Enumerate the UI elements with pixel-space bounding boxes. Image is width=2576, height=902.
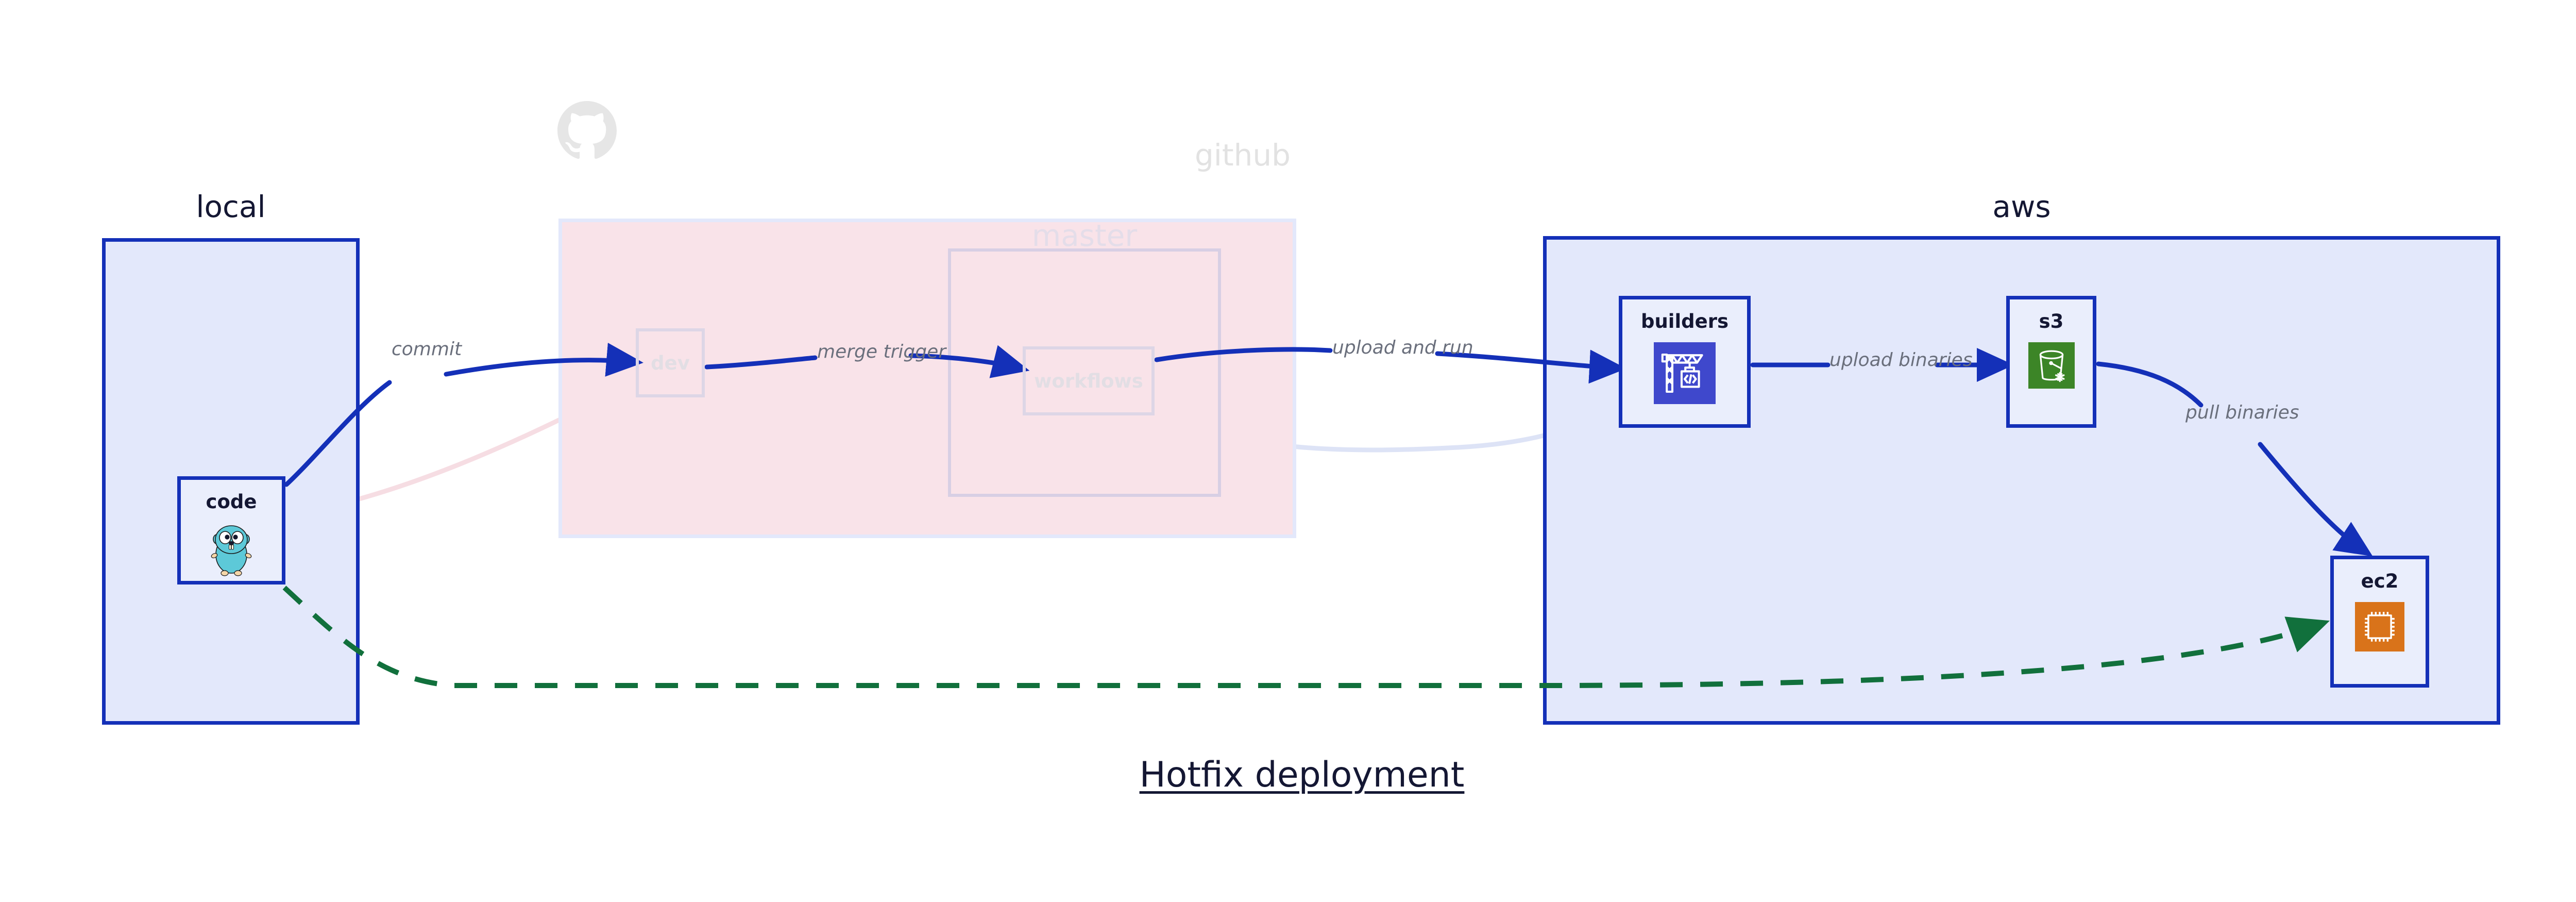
edge-label-commit: commit bbox=[392, 339, 462, 360]
edge-commit-b bbox=[444, 342, 643, 377]
node-dev[interactable]: dev bbox=[636, 328, 705, 397]
group-title-master: master bbox=[1031, 218, 1138, 253]
group-title-local: local bbox=[196, 189, 266, 224]
node-code-label: code bbox=[206, 491, 257, 513]
edge-hotfix-direct bbox=[282, 586, 2330, 688]
group-github bbox=[558, 219, 1296, 538]
edge-upload-and-run-b bbox=[1435, 349, 1626, 384]
edge-label-pull-binaries: pull binaries bbox=[2185, 402, 2299, 423]
node-workflows-label: workflows bbox=[1034, 370, 1143, 392]
group-master bbox=[948, 248, 1221, 497]
edge-merge-trigger-b bbox=[908, 345, 1030, 378]
go-gopher-icon bbox=[209, 523, 253, 578]
node-s3[interactable]: s3 bbox=[2006, 296, 2096, 428]
edge-commit-a bbox=[284, 380, 392, 487]
aws-ec2-cpu-icon bbox=[2355, 602, 2404, 654]
diagram-caption: Hotfix deployment bbox=[1139, 755, 1465, 795]
edge-pull-binaries-a bbox=[2096, 361, 2204, 408]
node-builders[interactable]: builders bbox=[1619, 296, 1751, 428]
edge-label-upload-and-run: upload and run bbox=[1332, 337, 1473, 358]
node-s3-label: s3 bbox=[2039, 310, 2064, 332]
aws-s3-glacier-bucket-icon bbox=[2028, 342, 2075, 391]
edge-merge-trigger-a bbox=[704, 355, 818, 370]
aws-codebuild-crane-icon bbox=[1654, 342, 1716, 406]
node-builders-label: builders bbox=[1640, 310, 1729, 332]
node-code[interactable]: code bbox=[177, 476, 285, 584]
github-octocat-icon bbox=[557, 101, 617, 159]
node-ec2-label: ec2 bbox=[2361, 570, 2399, 592]
edge-pull-binaries-b bbox=[2258, 442, 2373, 557]
edge-upload-and-run-a bbox=[1154, 347, 1333, 362]
node-dev-label: dev bbox=[651, 352, 690, 374]
edge-label-merge-trigger: merge trigger bbox=[817, 341, 946, 362]
group-title-aws: aws bbox=[1992, 189, 2051, 224]
edge-label-upload-binaries: upload binaries bbox=[1829, 349, 1973, 371]
group-title-github: github bbox=[1194, 138, 1291, 173]
node-ec2[interactable]: ec2 bbox=[2330, 556, 2429, 688]
node-workflows[interactable]: workflows bbox=[1023, 346, 1155, 415]
